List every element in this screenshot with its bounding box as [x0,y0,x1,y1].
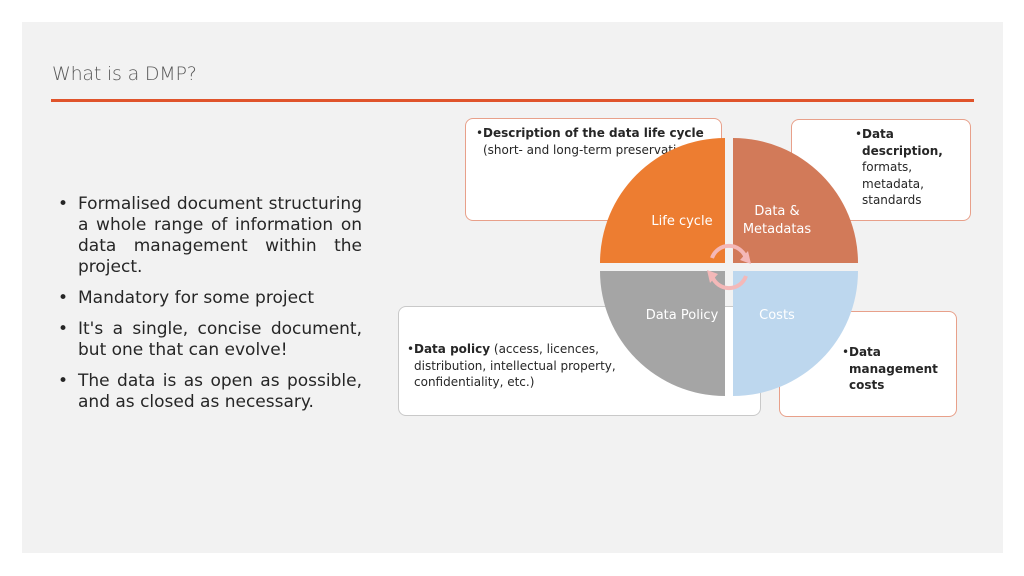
note-data-policy: • Data policy (access, licences, distrib… [398,306,761,416]
segment-label-costs: Costs [759,308,795,323]
segment-costs [733,271,858,396]
note-data-text: formats, metadata, standards [862,160,924,207]
segment-life-cycle [600,138,725,263]
segment-label-data-line1: Data & [754,204,799,219]
segment-label-life-cycle: Life cycle [651,214,712,229]
segment-label-data-policy: Data Policy [646,308,719,323]
note-lifecycle-bold: Description of the data life cycle [483,126,704,140]
slide-background: What is a DMP? Formalised document struc… [22,22,1003,553]
note-costs-bold: Data management costs [849,345,938,392]
cycle-arrows-icon [707,243,751,291]
title-divider [51,99,974,102]
bullet-item: Formalised document structuring a whole … [56,194,362,278]
note-data-bold: Data description, [862,127,943,158]
bullet-list: Formalised document structuring a whole … [56,194,362,423]
segment-data-policy [600,271,725,396]
bullet-item: It's a single, concise document, but one… [56,319,362,361]
segment-label-data-line2: Metadatas [743,222,812,237]
note-lifecycle-text: (short- and long-term preservation) [483,142,696,157]
cycle-diagram: Life cycle Data & Metadatas Data Policy … [600,138,858,396]
note-policy-text: (access, licences, distribution, intelle… [414,342,616,389]
bullet-item: The data is as open as possible, and as … [56,371,362,413]
note-policy-bold: Data policy [414,342,491,356]
bullet-item: Mandatory for some project [56,288,362,309]
segment-data-metadatas [733,138,858,263]
slide-title: What is a DMP? [52,63,197,85]
